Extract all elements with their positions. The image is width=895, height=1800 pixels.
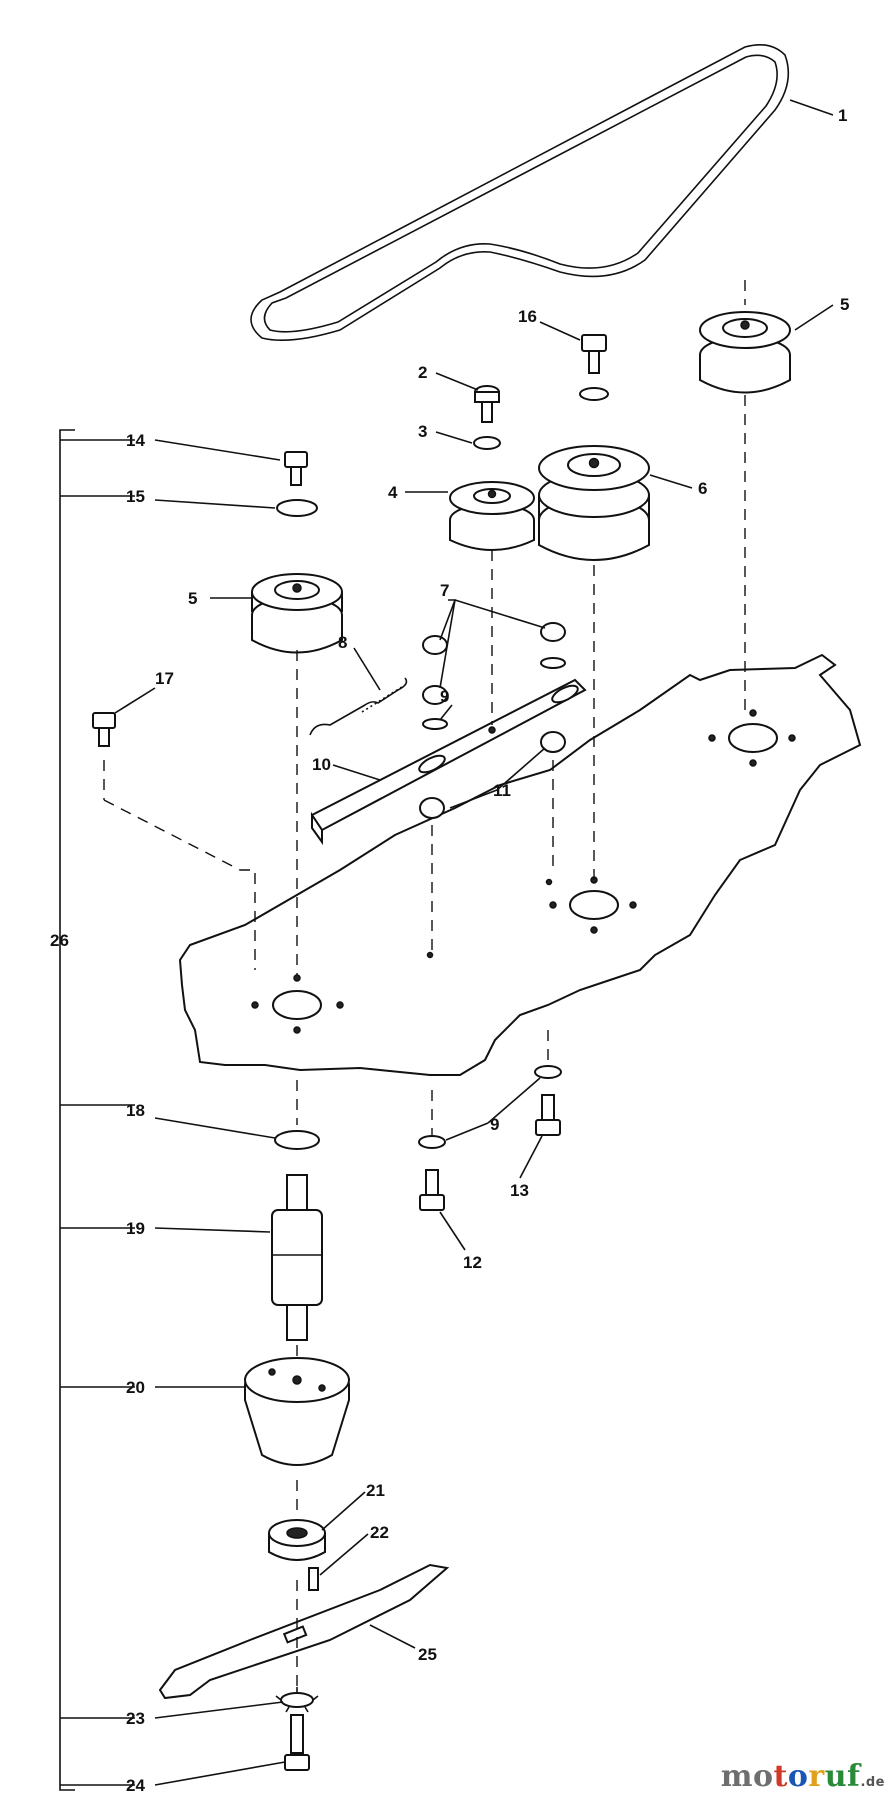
key-pin xyxy=(308,1567,319,1591)
callout-8: 8 xyxy=(338,633,347,652)
bolt-13 xyxy=(535,1094,561,1136)
washer-16 xyxy=(579,387,609,401)
callout-4: 4 xyxy=(388,483,398,502)
callout-22: 22 xyxy=(370,1523,389,1542)
deck-hole-set-right xyxy=(708,709,796,767)
callout-11: 11 xyxy=(493,781,511,800)
callout-9-lower: 9 xyxy=(490,1115,499,1134)
pulley-5-right xyxy=(699,311,791,394)
bearing xyxy=(268,1519,326,1561)
washer-3 xyxy=(473,436,501,450)
mower-deck-plate xyxy=(178,653,862,1076)
bolt-14 xyxy=(284,451,308,486)
watermark-logo: motoruf.de xyxy=(720,1759,885,1794)
callout-19: 19 xyxy=(126,1219,145,1238)
callout-24: 24 xyxy=(126,1776,145,1795)
bolt-12 xyxy=(419,1169,445,1211)
alignment-lines xyxy=(103,280,746,1690)
idler-arm xyxy=(310,678,587,846)
group-bracket-26 xyxy=(59,429,75,1791)
callout-1: 1 xyxy=(838,106,847,125)
callout-7: 7 xyxy=(440,581,449,600)
callout-5-right: 5 xyxy=(840,295,849,314)
callout-9-upper: 9 xyxy=(440,687,449,706)
pulley-5-left xyxy=(251,573,343,654)
callout-10: 10 xyxy=(312,755,331,774)
callout-21: 21 xyxy=(366,1481,385,1500)
callout-12: 12 xyxy=(463,1253,482,1272)
deck-hole-set-left xyxy=(251,951,434,1034)
callout-3: 3 xyxy=(418,422,427,441)
callout-16: 16 xyxy=(518,307,537,326)
callout-6: 6 xyxy=(698,479,707,498)
callout-26: 26 xyxy=(50,931,69,950)
double-pulley-6 xyxy=(538,445,650,561)
leader-lines xyxy=(60,99,834,1786)
bolt-17 xyxy=(92,712,116,747)
callout-20: 20 xyxy=(126,1378,145,1397)
bolt-16 xyxy=(581,334,607,374)
bolt-24 xyxy=(284,1714,310,1771)
v-belt xyxy=(250,44,790,342)
callout-5-left: 5 xyxy=(188,589,197,608)
tension-spring xyxy=(309,677,408,736)
bolt-2 xyxy=(474,385,500,423)
nuts-7-and-11 xyxy=(419,622,566,819)
washer-9-lower-right xyxy=(534,1065,562,1079)
washer-15 xyxy=(276,499,318,517)
callout-25: 25 xyxy=(418,1645,437,1664)
washer-18 xyxy=(274,1130,320,1150)
callout-18: 18 xyxy=(126,1101,145,1120)
callout-labels: 1 2 3 4 5 5 6 7 8 9 9 10 11 12 13 14 15 … xyxy=(50,106,849,1795)
callout-23: 23 xyxy=(126,1709,145,1728)
callout-17: 17 xyxy=(155,669,174,688)
callout-14: 14 xyxy=(126,431,145,450)
washer-9-lower-left xyxy=(418,1135,446,1149)
idler-pulley-4 xyxy=(449,481,535,551)
callout-2: 2 xyxy=(418,363,427,382)
deck-hole-set-center xyxy=(545,876,637,934)
spindle-housing xyxy=(244,1357,350,1466)
spindle-shaft xyxy=(271,1174,323,1341)
callout-15: 15 xyxy=(126,487,145,506)
callout-13: 13 xyxy=(510,1181,529,1200)
star-washer xyxy=(275,1687,319,1713)
